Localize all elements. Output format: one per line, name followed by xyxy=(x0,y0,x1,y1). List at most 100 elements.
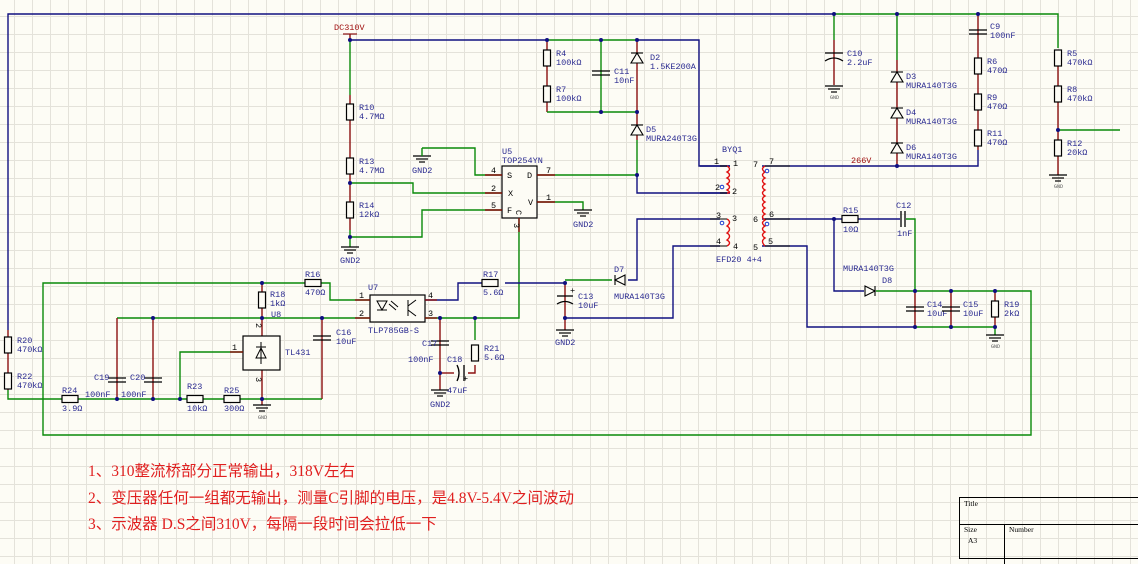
svg-text:10uF: 10uF xyxy=(578,301,598,311)
svg-text:7: 7 xyxy=(546,166,551,176)
svg-text:C: C xyxy=(513,210,523,215)
capacitor-C18[interactable]: +C18 47uF xyxy=(447,355,468,396)
svg-text:C11: C11 xyxy=(614,67,629,77)
svg-text:MURA140T3G: MURA140T3G xyxy=(906,152,957,162)
svg-text:C15: C15 xyxy=(963,300,978,310)
junctions xyxy=(115,12,1060,401)
svg-text:R20: R20 xyxy=(17,336,32,346)
svg-text:100nF: 100nF xyxy=(990,31,1016,41)
svg-text:D8: D8 xyxy=(882,276,892,286)
svg-text:2.2uF: 2.2uF xyxy=(847,58,873,68)
svg-text:R8: R8 xyxy=(1067,85,1077,95)
ground-icon: GND2 xyxy=(573,209,593,230)
svg-text:R14: R14 xyxy=(359,201,374,211)
net-label-266v: 266V xyxy=(851,156,872,166)
svg-text:R7: R7 xyxy=(556,85,566,95)
svg-text:GND: GND xyxy=(1054,184,1063,190)
svg-text:C17: C17 xyxy=(422,339,437,349)
svg-text:100nF: 100nF xyxy=(121,390,147,400)
diode-D2[interactable]: D21.5KE200A xyxy=(630,52,697,72)
svg-text:+: + xyxy=(463,374,468,384)
svg-text:D3: D3 xyxy=(906,72,916,82)
svg-text:GND2: GND2 xyxy=(555,338,575,348)
svg-text:1.5KE200A: 1.5KE200A xyxy=(650,62,697,72)
svg-text:1: 1 xyxy=(359,291,364,301)
svg-text:5: 5 xyxy=(753,243,758,253)
svg-text:10Ω: 10Ω xyxy=(843,225,858,235)
svg-text:V: V xyxy=(528,198,534,208)
svg-text:5: 5 xyxy=(491,201,496,211)
svg-text:C13: C13 xyxy=(578,292,593,302)
note-line-2: 2、变压器任何一组都无输出，测量C引脚的电压，是4.8V-5.4V之间波动 xyxy=(88,490,574,507)
svg-text:GND: GND xyxy=(991,344,1000,350)
svg-text:470Ω: 470Ω xyxy=(987,66,1007,76)
svg-text:47uF: 47uF xyxy=(447,386,467,396)
svg-text:3.9Ω: 3.9Ω xyxy=(62,404,82,414)
svg-text:TL431: TL431 xyxy=(285,348,311,358)
svg-text:MURA140T3G: MURA140T3G xyxy=(614,292,665,302)
svg-text:4.7MΩ: 4.7MΩ xyxy=(359,112,385,122)
svg-text:470Ω: 470Ω xyxy=(987,138,1007,148)
svg-text:1: 1 xyxy=(714,157,719,167)
svg-text:10uF: 10uF xyxy=(963,309,983,319)
net-label-dc310v: DC310V xyxy=(334,23,366,33)
svg-text:4: 4 xyxy=(428,291,433,301)
svg-text:2: 2 xyxy=(715,183,720,193)
resistor-R24[interactable]: R24 3.9Ω xyxy=(61,386,82,414)
svg-text:R12: R12 xyxy=(1067,139,1082,149)
svg-text:R24: R24 xyxy=(62,386,77,396)
svg-text:F: F xyxy=(507,206,512,216)
svg-text:R6: R6 xyxy=(987,57,997,67)
svg-text:C18: C18 xyxy=(447,355,462,365)
svg-text:U7: U7 xyxy=(368,283,378,293)
svg-text:470kΩ: 470kΩ xyxy=(17,381,43,391)
svg-text:R22: R22 xyxy=(17,372,32,382)
ground-icon: GND2 xyxy=(430,389,450,410)
svg-text:10kΩ: 10kΩ xyxy=(187,404,207,414)
svg-text:20kΩ: 20kΩ xyxy=(1067,148,1087,158)
svg-text:10uF: 10uF xyxy=(336,337,356,347)
